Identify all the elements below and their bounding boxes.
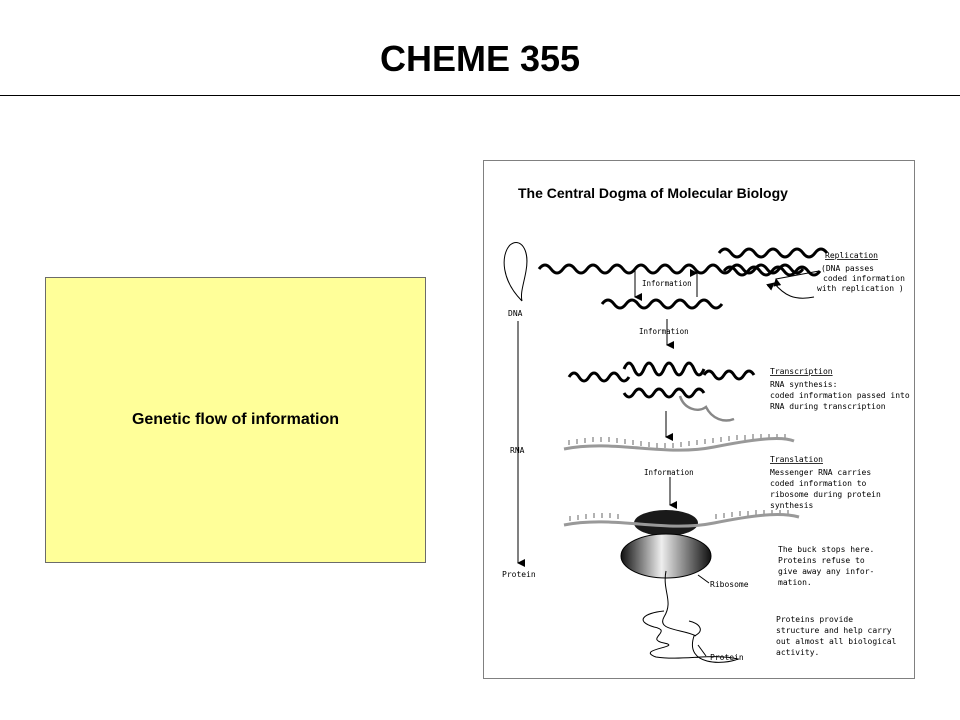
buck-line-1: The buck stops here.	[778, 545, 874, 554]
information-label-1: Information	[642, 279, 692, 288]
protein-left-label: Protein	[502, 570, 536, 579]
title-divider	[0, 95, 960, 96]
ribosome-pointer	[697, 574, 710, 584]
central-dogma-diagram: The Central Dogma of Molecular Biology D…	[502, 185, 910, 663]
caption-text: Genetic flow of information	[131, 411, 340, 428]
replication-pointer-2	[766, 282, 815, 299]
replication-line-3: with replication )	[817, 284, 904, 293]
dna-bubble-bottom	[622, 387, 706, 399]
ribosome-large-subunit	[620, 533, 712, 579]
rna-label: RNA	[510, 446, 525, 455]
ribosome-small-subunit	[634, 510, 698, 536]
caption-box: Genetic flow of information	[45, 277, 426, 563]
proteins-note-line-1: Proteins provide	[776, 615, 853, 624]
transcription-line-3: RNA during transcription	[770, 402, 886, 411]
information-label-3: Information	[644, 468, 694, 477]
replication-line-1: (DNA passes	[821, 264, 874, 273]
protein-label: Protein	[710, 653, 744, 662]
rna-transcript	[678, 395, 735, 422]
mrna-strand-1	[563, 434, 795, 452]
replication-pointer-1	[773, 270, 820, 287]
information-label-2: Information	[639, 327, 689, 336]
dna-bubble-top	[622, 361, 706, 377]
translation-title: Translation	[770, 455, 823, 464]
transcription-line-2: coded information passed into	[770, 391, 910, 400]
dna-left-end	[567, 371, 631, 383]
proteins-note-line-3: out almost all biological	[776, 637, 897, 646]
transcription-title: Transcription	[770, 367, 833, 376]
slide-title: CHEME 355	[379, 38, 581, 79]
replication-title: Replication	[825, 251, 878, 260]
buck-line-3: give away any infor-	[778, 567, 874, 576]
transcription-line-1: RNA synthesis:	[770, 380, 837, 389]
buck-line-4: mation.	[778, 578, 812, 587]
translation-line-3: ribosome during protein	[770, 490, 881, 499]
dna-label: DNA	[508, 309, 523, 318]
dna-loop	[503, 242, 528, 302]
buck-line-2: Proteins refuse to	[778, 556, 865, 565]
nascent-polypeptide	[662, 570, 697, 637]
dna-helix	[537, 247, 829, 310]
translation-line-1: Messenger RNA carries	[770, 468, 871, 477]
figure-heading: The Central Dogma of Molecular Biology	[518, 185, 788, 201]
central-dogma-figure: The Central Dogma of Molecular Biology D…	[483, 160, 915, 679]
replication-line-2: coded information	[823, 274, 905, 283]
translation-line-2: coded information to	[770, 479, 867, 488]
dna-right-end	[702, 369, 756, 381]
translation-line-4: synthesis	[770, 501, 814, 510]
ribosome-label: Ribosome	[710, 580, 749, 589]
protein-pointer	[697, 644, 707, 657]
proteins-note-line-2: structure and help carry	[776, 626, 892, 635]
mrna-strand-2	[563, 510, 800, 528]
proteins-note-line-4: activity.	[776, 648, 819, 657]
folded-protein	[642, 610, 740, 663]
